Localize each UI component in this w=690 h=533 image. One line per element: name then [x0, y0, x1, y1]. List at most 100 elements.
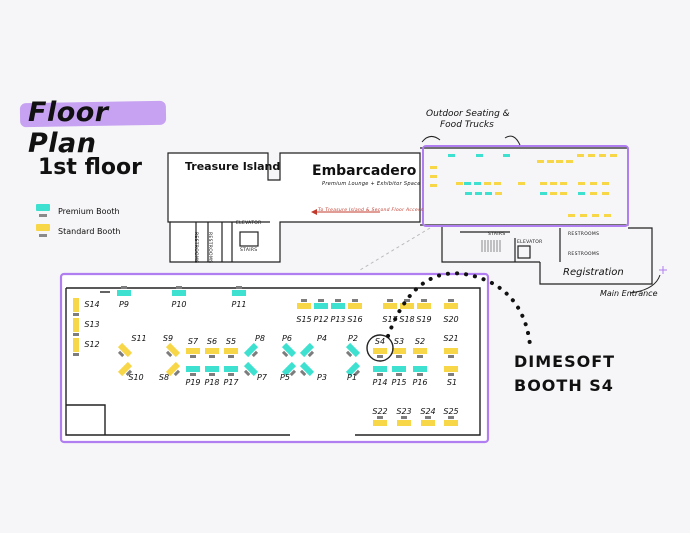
booth-label-s13: S13: [84, 320, 100, 329]
booth-label-s22: S22: [372, 407, 388, 416]
booth-s2-stand: [417, 355, 423, 358]
booth-label-p11: P11: [231, 300, 247, 309]
legend-premium: Premium Booth: [36, 204, 120, 218]
booth-p6-stand: [281, 350, 289, 358]
booth-s20-table: [444, 303, 458, 309]
booth-s16-table: [348, 303, 362, 309]
booth-s11-stand: [117, 350, 125, 358]
booth-label-s17: S17: [382, 315, 398, 324]
booth-s6-table: [205, 348, 219, 354]
booth-s7-stand: [190, 355, 196, 358]
booth-s7-table: [186, 348, 200, 354]
booth-label-p19: P19: [185, 378, 201, 387]
mini-booth: [578, 192, 585, 195]
booth-label-p17: P17: [223, 378, 239, 387]
booth-s19: [417, 299, 431, 309]
booth-label-s2: S2: [414, 337, 426, 346]
mini-booth: [610, 154, 617, 157]
booth-s21-table: [444, 348, 458, 354]
booth-label-s9: S9: [162, 334, 174, 343]
booth-s11: [117, 342, 133, 358]
booth-s3: [392, 348, 406, 358]
booth-p2: [345, 342, 361, 358]
booth-s24: [421, 416, 435, 426]
mini-booth: [590, 182, 597, 185]
booth-p19: [186, 366, 200, 376]
elevator-label-right: ELEVATOR: [517, 240, 543, 245]
booth-p10-table: [172, 290, 186, 296]
booth-s8-table: [165, 361, 181, 377]
booth-s2-table: [413, 348, 427, 354]
booth-s10-stand: [125, 369, 133, 377]
booth-label-p10: P10: [171, 300, 187, 309]
mini-booth: [604, 214, 611, 217]
legend-standard-label: Standard Booth: [58, 226, 121, 236]
treasure-island-label: Treasure Island: [185, 160, 281, 173]
booth-s25: [444, 416, 458, 426]
mini-booth: [540, 192, 547, 195]
mini-booth: [430, 184, 437, 187]
mini-booth: [556, 160, 563, 163]
booth-s14-table: [73, 298, 79, 312]
booth-label-s14: S14: [84, 300, 100, 309]
mini-booth: [494, 182, 501, 185]
booth-s22: [373, 416, 387, 426]
mini-booth: [518, 182, 525, 185]
mini-booth: [465, 192, 472, 195]
booth-s1-table: [444, 366, 458, 372]
embarcadero-sub: Premium Lounge + Exhibitor Space: [322, 181, 421, 187]
booth-p3: [299, 361, 315, 377]
mini-booth: [430, 166, 437, 169]
booth-s12-stand: [73, 353, 79, 356]
booth-s24-table: [421, 420, 435, 426]
entrance-arrow: [629, 274, 661, 294]
booth-label-s25: S25: [443, 407, 459, 416]
booth-layer: [73, 286, 458, 426]
mini-booth-layer: [430, 154, 617, 217]
booth-s17-stand: [387, 299, 393, 302]
booth-s21: [444, 348, 458, 358]
booth-label-p15: P15: [391, 378, 407, 387]
registration-label: Registration: [563, 267, 624, 278]
booth-p18-table: [205, 366, 219, 372]
booth-s13-table: [73, 318, 79, 332]
booth-label-p3: P3: [317, 373, 327, 382]
booth-s8: [165, 361, 181, 377]
booth-s15: [297, 299, 311, 309]
booth-s22-table: [373, 420, 387, 426]
booth-p3-stand: [299, 369, 307, 377]
booth-p13-table: [331, 303, 345, 309]
booth-s19-stand: [421, 299, 427, 302]
booth-label-s20: S20: [443, 315, 459, 324]
arrow-note: To Treasure Island & Second Floor Access: [318, 208, 424, 213]
booth-label-s1: S1: [446, 378, 458, 387]
booth-p5-stand: [289, 369, 297, 377]
booth-s7: [186, 348, 200, 358]
booth-s16: [348, 299, 362, 309]
booth-p4: [299, 342, 315, 358]
embarcadero-label: Embarcadero: [312, 163, 417, 179]
booth-label-p14: P14: [372, 378, 388, 387]
booth-s3-table: [392, 348, 406, 354]
booth-p13: [331, 299, 345, 309]
booth-s2: [413, 348, 427, 358]
booth-p10: [172, 286, 186, 296]
booth-p7: [243, 361, 259, 377]
booth-p7-stand: [243, 369, 251, 377]
booth-p18-stand: [209, 373, 215, 376]
booth-p1: [345, 361, 361, 377]
stairs-label-left: STAIRS: [240, 248, 258, 253]
mini-booth: [495, 192, 502, 195]
booth-s13-stand: [73, 333, 79, 336]
booth-label-s10: S10: [128, 373, 144, 382]
booth-label-p7: P7: [257, 373, 267, 382]
booth-label-p16: P16: [412, 378, 428, 387]
booth-p9: [117, 286, 131, 296]
booth-s12: [73, 338, 79, 356]
restrooms-label-3: RESTROOMS: [193, 232, 198, 264]
booth-s17: [383, 299, 397, 309]
booth-label-s24: S24: [420, 407, 436, 416]
booth-s21-stand: [448, 355, 454, 358]
booth-p8: [243, 342, 259, 358]
booth-s12-table: [73, 338, 79, 352]
